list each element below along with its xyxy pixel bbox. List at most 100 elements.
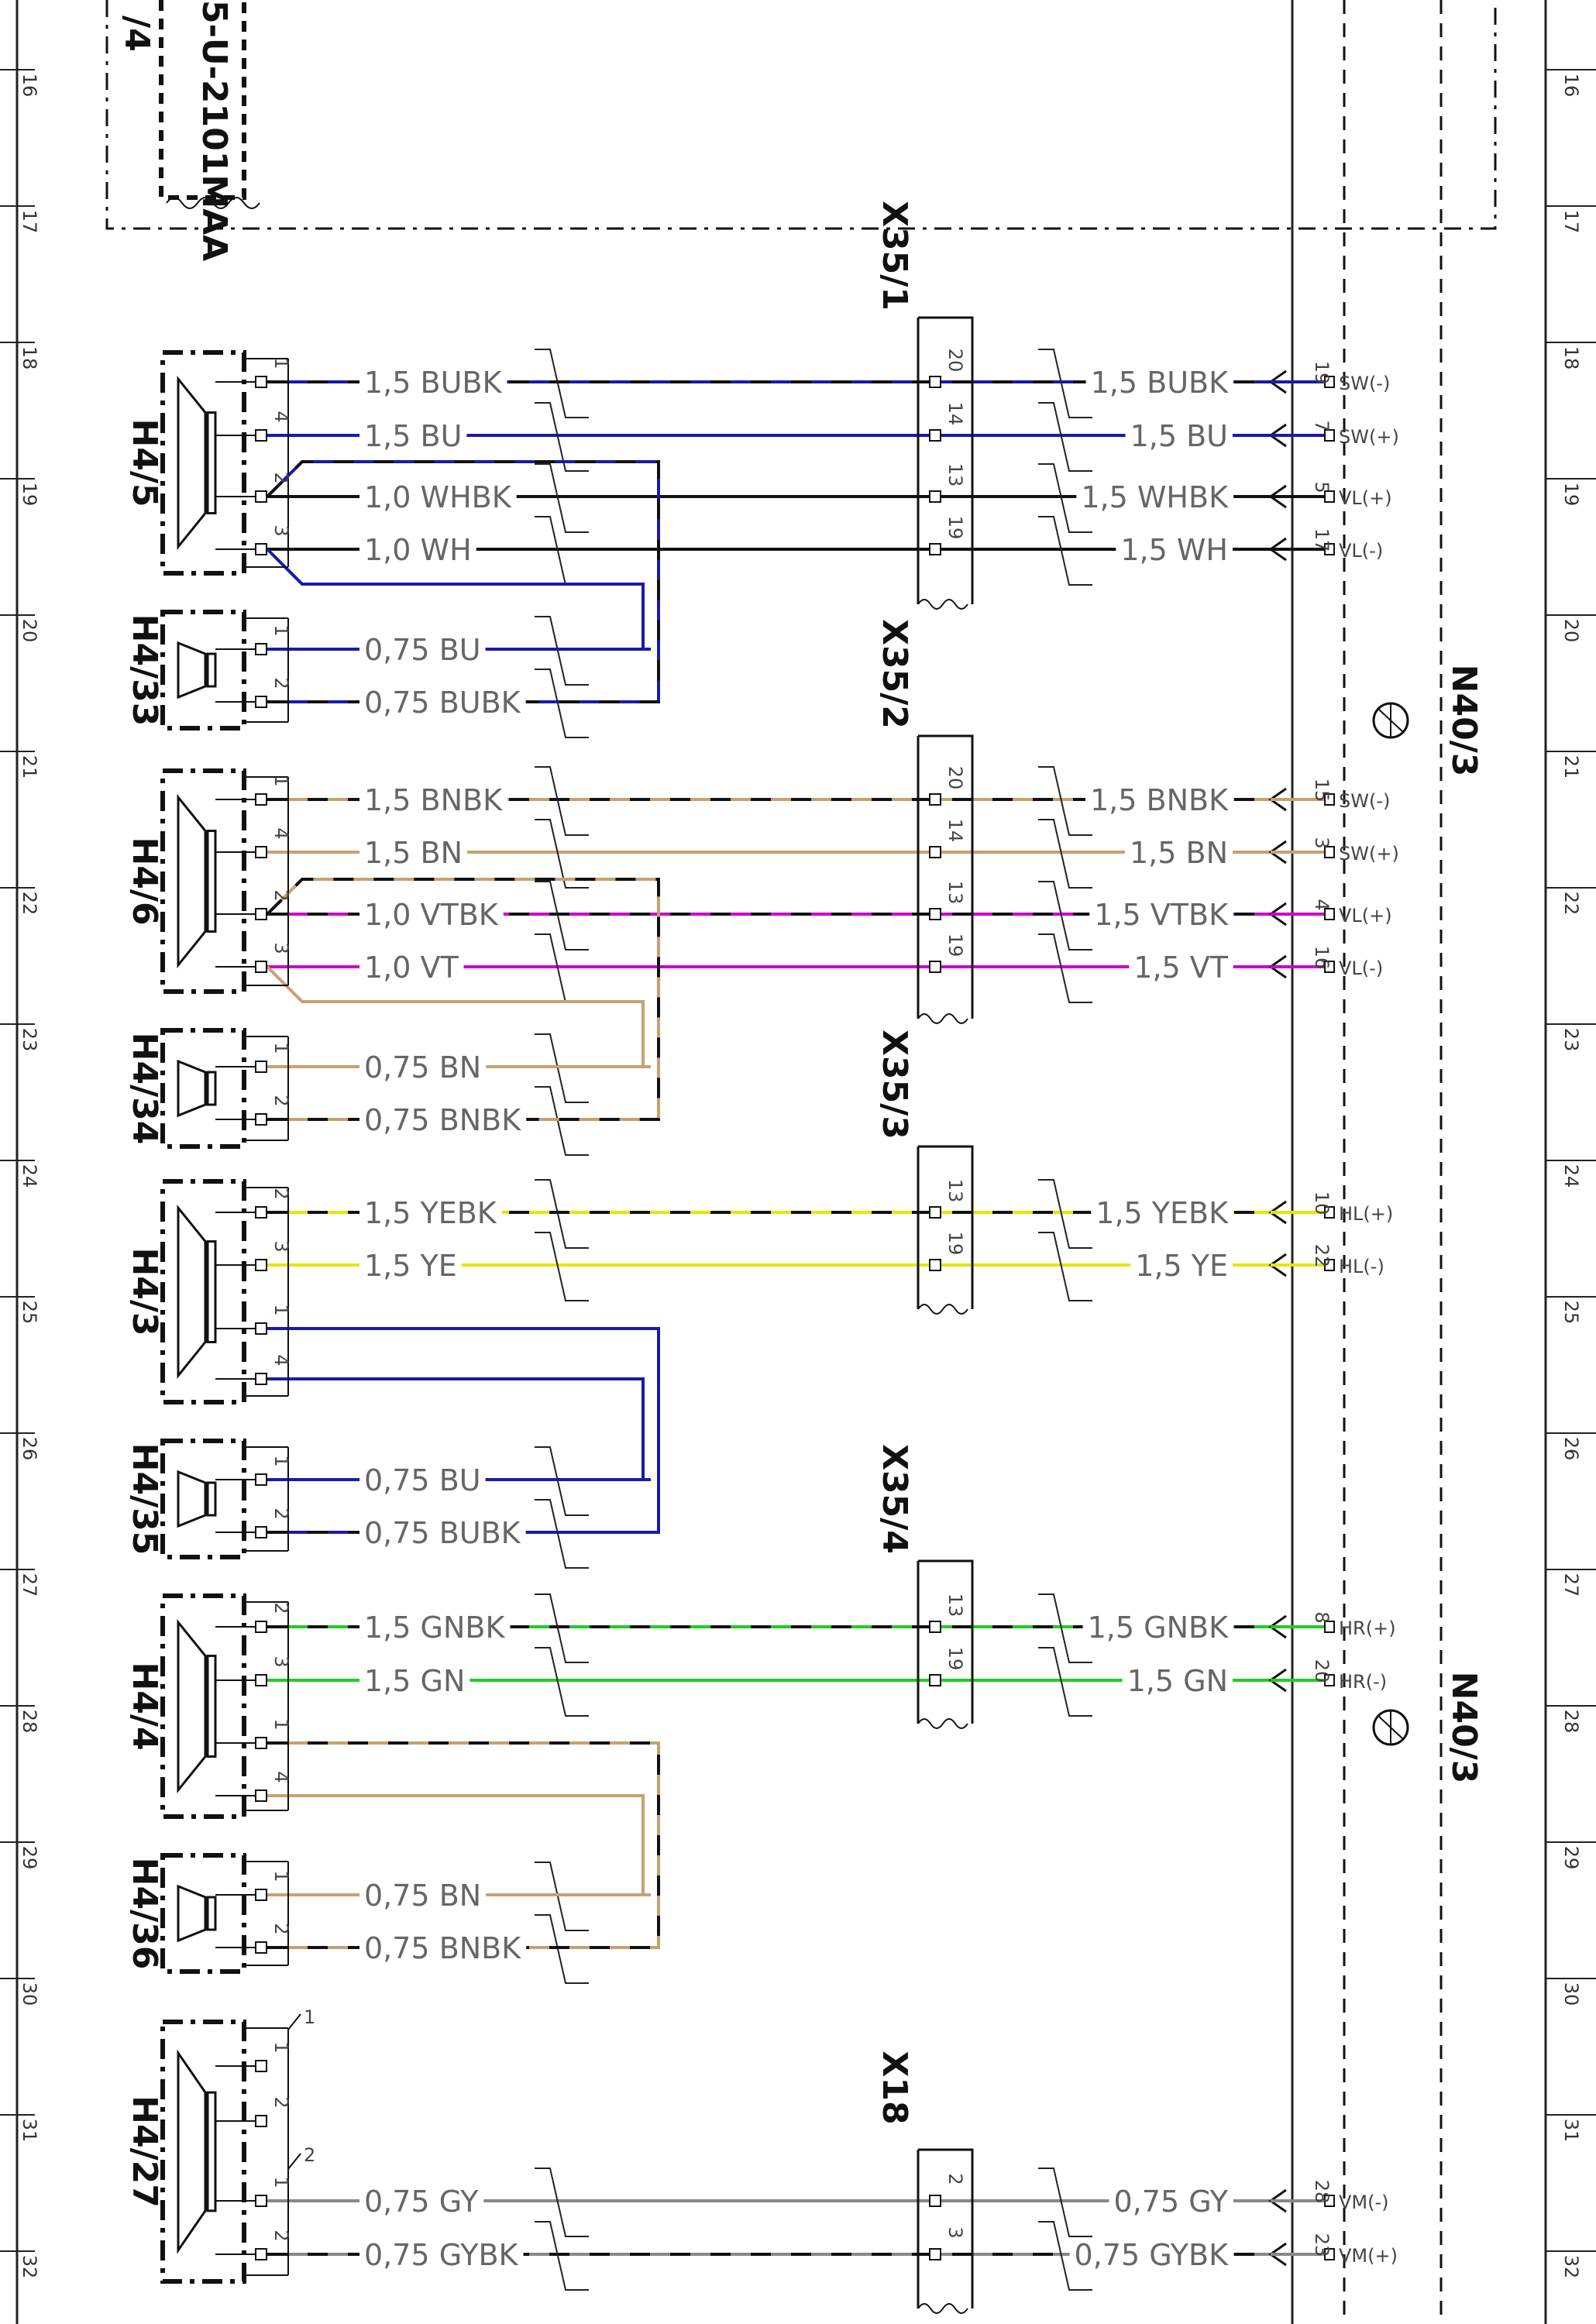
wire-label-left: 1,5 GNBK	[364, 1611, 505, 1645]
module-pin-icon	[1324, 793, 1335, 806]
speaker-housing	[160, 350, 246, 576]
module-pin-number: 15	[1311, 779, 1333, 803]
speaker-pin-number: 4	[270, 1771, 292, 1783]
speaker-pin-number: 2	[270, 1508, 292, 1519]
speaker-pin-number: 2	[270, 1188, 292, 1199]
row-number-right: 16	[1560, 74, 1582, 98]
row-number-right: 30	[1560, 1982, 1582, 2006]
row-number-left: 28	[19, 1710, 40, 1734]
speaker-pin-number: 2	[270, 472, 292, 483]
speaker-magnet-icon	[206, 830, 217, 933]
speaker-icon	[177, 1618, 207, 1794]
row-number-right: 32	[1560, 2255, 1582, 2279]
wire-break-mark	[535, 819, 589, 889]
speaker-housing	[160, 1028, 246, 1149]
speaker-pin-number: 1	[270, 357, 292, 369]
row-number-right: 21	[1560, 755, 1582, 779]
module-pin-number: 3	[1311, 837, 1333, 848]
speaker-pin-number: 1	[270, 2176, 292, 2188]
wire-label-right: 0,75 GY	[1114, 2185, 1229, 2219]
speaker-pin-icon	[255, 1113, 267, 1126]
label-bg	[1122, 1664, 1233, 1698]
module-label: N40/3	[1444, 665, 1484, 777]
connector-break-mark	[917, 2303, 968, 2314]
module-pin-number: 16	[1311, 946, 1333, 970]
wire-label-left: 0,75 BN	[364, 1050, 481, 1085]
speaker-pin-icon	[255, 846, 267, 858]
top-sub-frame	[159, 0, 246, 200]
speaker-label: H4/27	[125, 2095, 164, 2208]
wire-break-mark	[535, 2221, 589, 2291]
row-number-left: 21	[19, 755, 40, 779]
wire-break-mark	[535, 1593, 589, 1663]
speaker-pin-number: 3	[270, 1240, 292, 1252]
row-number-left: 27	[19, 1573, 40, 1597]
module-pin-number: 4	[1311, 899, 1333, 910]
speaker-icon	[177, 1470, 207, 1528]
wire-label-left: 0,75 BU	[364, 633, 481, 667]
connector-label: X35/1	[875, 201, 914, 311]
connectors-layer: X35/120141319X35/220141319X35/31319X35/4…	[875, 201, 974, 2314]
speaker-pin-number: 1	[270, 775, 292, 786]
wire-label-right: 1,5 BN	[1130, 836, 1228, 870]
speaker-pin-icon	[255, 961, 267, 973]
row-number-right: 31	[1560, 2119, 1582, 2143]
speaker-icon	[177, 641, 207, 700]
row-number-right: 28	[1560, 1710, 1582, 1734]
speaker-icon	[177, 375, 207, 551]
signal-label: HR(+)	[1339, 1618, 1396, 1639]
speaker-magnet-icon	[206, 1655, 217, 1758]
speaker-pin-number: 2	[270, 677, 292, 689]
speaker-pin-number: 1	[270, 624, 292, 636]
speaker-magnet-icon	[206, 1481, 217, 1517]
wire-label-left: 1,0 WH	[364, 533, 472, 567]
module-pin-number: 23	[1311, 2233, 1333, 2257]
row-number-right: 17	[1560, 210, 1582, 234]
speaker-magnet-icon	[206, 2091, 217, 2212]
signal-label: VL(+)	[1339, 487, 1392, 509]
label-bg	[1124, 836, 1233, 870]
marker-tick	[287, 2153, 301, 2170]
connector-pin-icon	[929, 793, 941, 806]
loop-wire	[267, 1377, 645, 1481]
row-number-right: 26	[1560, 1437, 1582, 1461]
module-pin-icon	[1324, 1206, 1335, 1219]
speaker-pin-icon	[255, 1621, 267, 1633]
loop-wire-stripe	[267, 1741, 660, 1949]
connector-pin-icon	[929, 2248, 941, 2260]
speaker-pin-icon	[255, 793, 267, 806]
connector-pin-icon	[929, 1206, 941, 1219]
module-pin-number: 7	[1311, 420, 1333, 431]
module-pin-icon	[1324, 490, 1335, 503]
wire-break-mark	[535, 1647, 589, 1717]
wire-break-mark	[1038, 349, 1092, 418]
speaker-label: H4/34	[125, 1033, 164, 1145]
row-number-left: 25	[19, 1301, 40, 1325]
connector-pin-number: 19	[944, 1232, 966, 1256]
label-bg	[359, 1196, 502, 1230]
label-bg	[1130, 1249, 1233, 1283]
label-bg	[1085, 783, 1234, 817]
speaker-pin-number: 1	[270, 1455, 292, 1466]
wire-break-mark	[1038, 463, 1092, 533]
module-n40-3: N40/3	[1372, 665, 1484, 777]
connector-break-mark	[917, 1304, 968, 1315]
row-number-right: 27	[1560, 1573, 1582, 1597]
wire-break-mark	[1038, 1647, 1092, 1717]
connector-pin-number: 19	[944, 516, 966, 540]
label-bg	[359, 1249, 462, 1283]
module-pin-icon	[1324, 1621, 1335, 1633]
wire-label-right: 1,5 YE	[1135, 1249, 1228, 1283]
speaker-pin-icon	[255, 1373, 267, 1385]
speaker-pin-number: 4	[270, 827, 292, 839]
wire-label-right: 1,5 WH	[1120, 533, 1228, 567]
speaker-label: H4/3	[125, 1247, 164, 1336]
row-number-right: 18	[1560, 346, 1582, 370]
speaker-pin-number: 3	[270, 524, 292, 536]
wire-label-left: 1,0 WHBK	[364, 480, 512, 514]
row-number-right: 19	[1560, 483, 1582, 507]
